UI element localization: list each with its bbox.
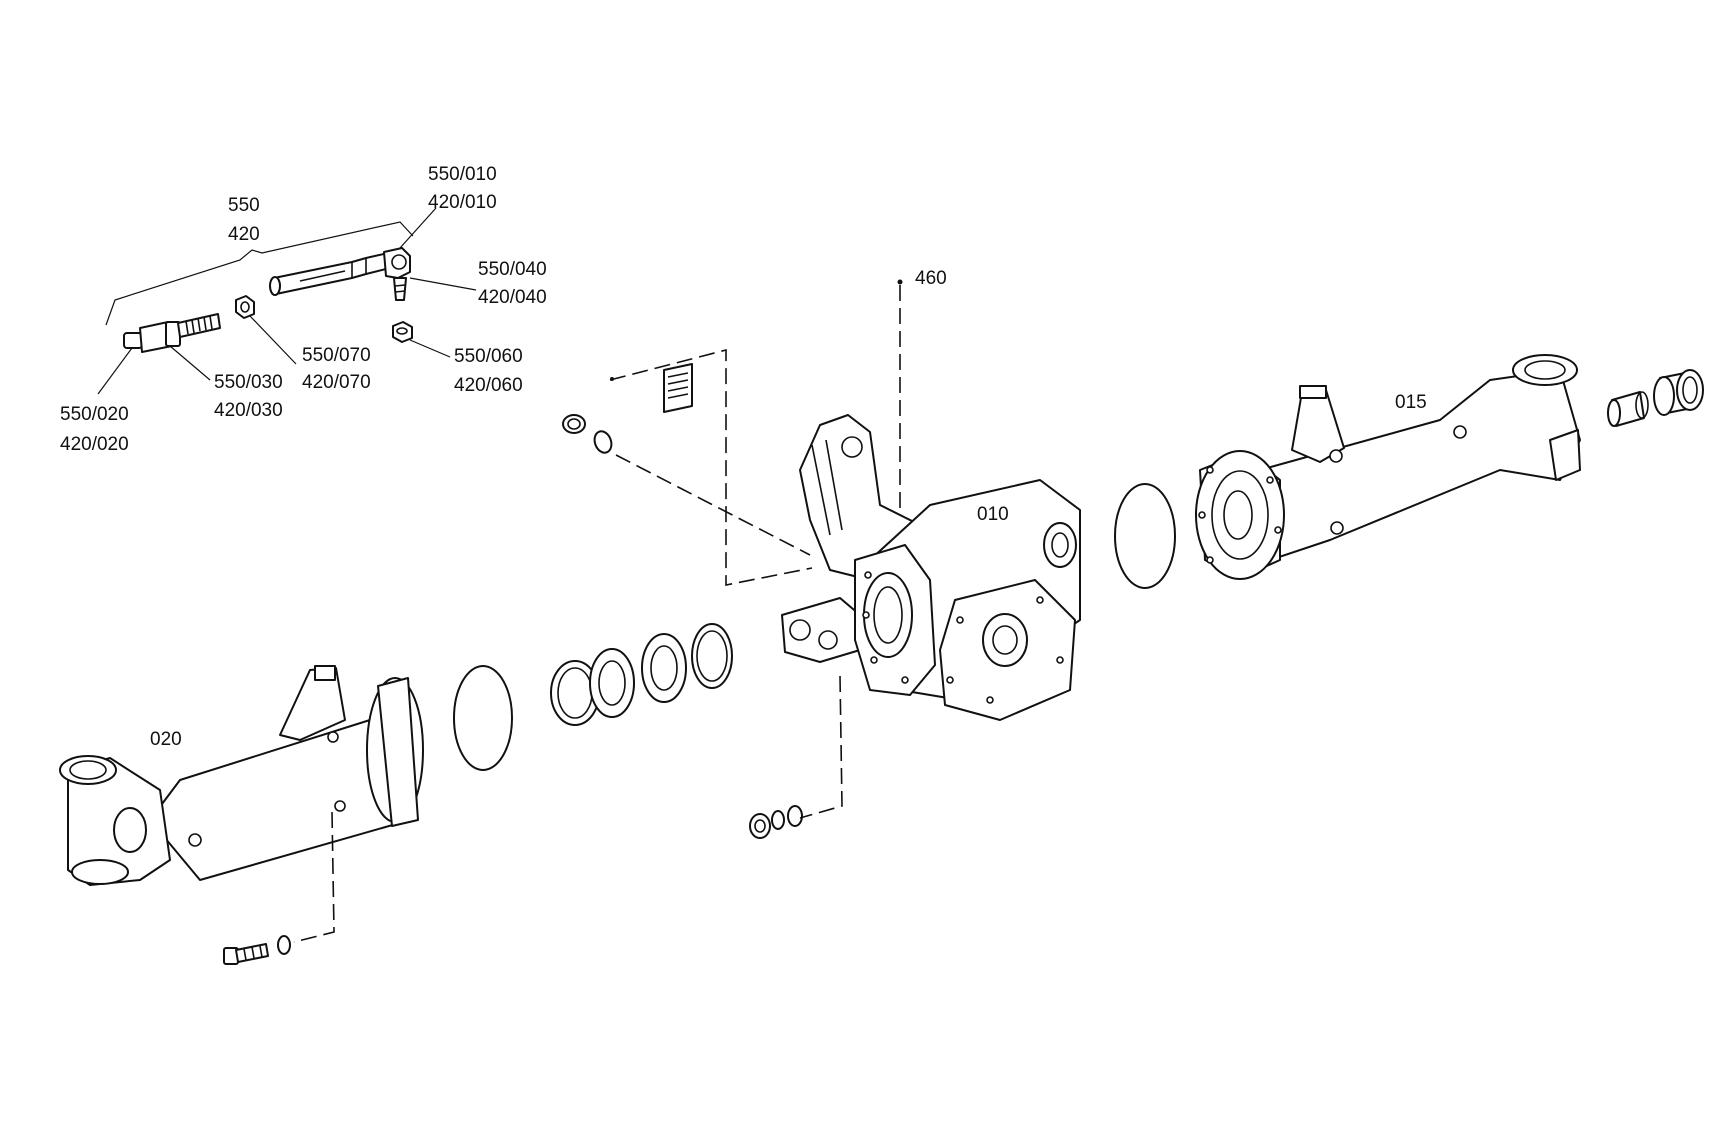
leader-pin — [409, 277, 477, 291]
label-420-030: 420/030 — [214, 400, 283, 421]
tie-rod-group-bracket — [105, 221, 414, 326]
label-550-010: 550/010 — [428, 164, 497, 185]
hex-nut-550-070 — [235, 295, 255, 319]
label-420-040: 420/040 — [478, 287, 547, 308]
leader-rod-left — [97, 347, 133, 395]
tie-rod-tube — [269, 252, 391, 296]
label-460: 460 — [915, 268, 947, 289]
bearing-2 — [641, 633, 687, 703]
label-420-020: 420/020 — [60, 434, 129, 455]
tie-rod-assembly — [97, 207, 477, 395]
o-ring-large-right — [1114, 483, 1176, 589]
drain-plug-group — [749, 675, 843, 839]
bearing-1 — [589, 648, 635, 718]
leader-nut-small — [409, 339, 451, 358]
label-420-010: 420/010 — [428, 192, 497, 213]
ball-joint-head — [383, 247, 411, 301]
label-420: 420 — [228, 224, 260, 245]
screw-plug-upper — [562, 414, 586, 434]
tie-rod-labels: 550 420 550/010 420/010 550/040 420/040 … — [60, 164, 547, 455]
label-010: 010 — [977, 504, 1009, 525]
leader-nut-mid — [249, 315, 297, 365]
right-axle-beam: 015 — [1114, 354, 1581, 589]
label-420-070: 420/070 — [302, 372, 371, 393]
o-ring-large-left — [453, 665, 513, 771]
label-020: 020 — [150, 729, 182, 750]
label-015: 015 — [1395, 392, 1427, 413]
leader-balljoint — [399, 207, 437, 249]
vent-460: 460 — [897, 268, 947, 520]
bolt-and-washer — [223, 811, 335, 965]
label-550-040: 550/040 — [478, 259, 547, 280]
bushing-large — [1653, 369, 1704, 416]
leader-rod-end — [169, 345, 211, 381]
label-550-030: 550/030 — [214, 372, 283, 393]
o-ring-upper — [593, 430, 613, 454]
label-420-060: 420/060 — [454, 375, 523, 396]
plug-and-label-group — [562, 348, 813, 586]
thrust-washer-2 — [691, 623, 733, 689]
bearing-stack — [453, 623, 733, 771]
bushings-right — [1607, 369, 1704, 427]
nameplate — [663, 363, 693, 413]
label-550-060: 550/060 — [454, 346, 523, 367]
label-550-070: 550/070 — [302, 345, 371, 366]
label-550: 550 — [228, 195, 260, 216]
center-axle-housing: 010 — [781, 414, 1081, 721]
label-550-020: 550/020 — [60, 404, 129, 425]
bushing-small — [1607, 391, 1649, 427]
castle-nut-550-060 — [392, 321, 413, 343]
rod-end-left — [123, 313, 221, 353]
left-axle-beam: 020 — [59, 665, 424, 886]
